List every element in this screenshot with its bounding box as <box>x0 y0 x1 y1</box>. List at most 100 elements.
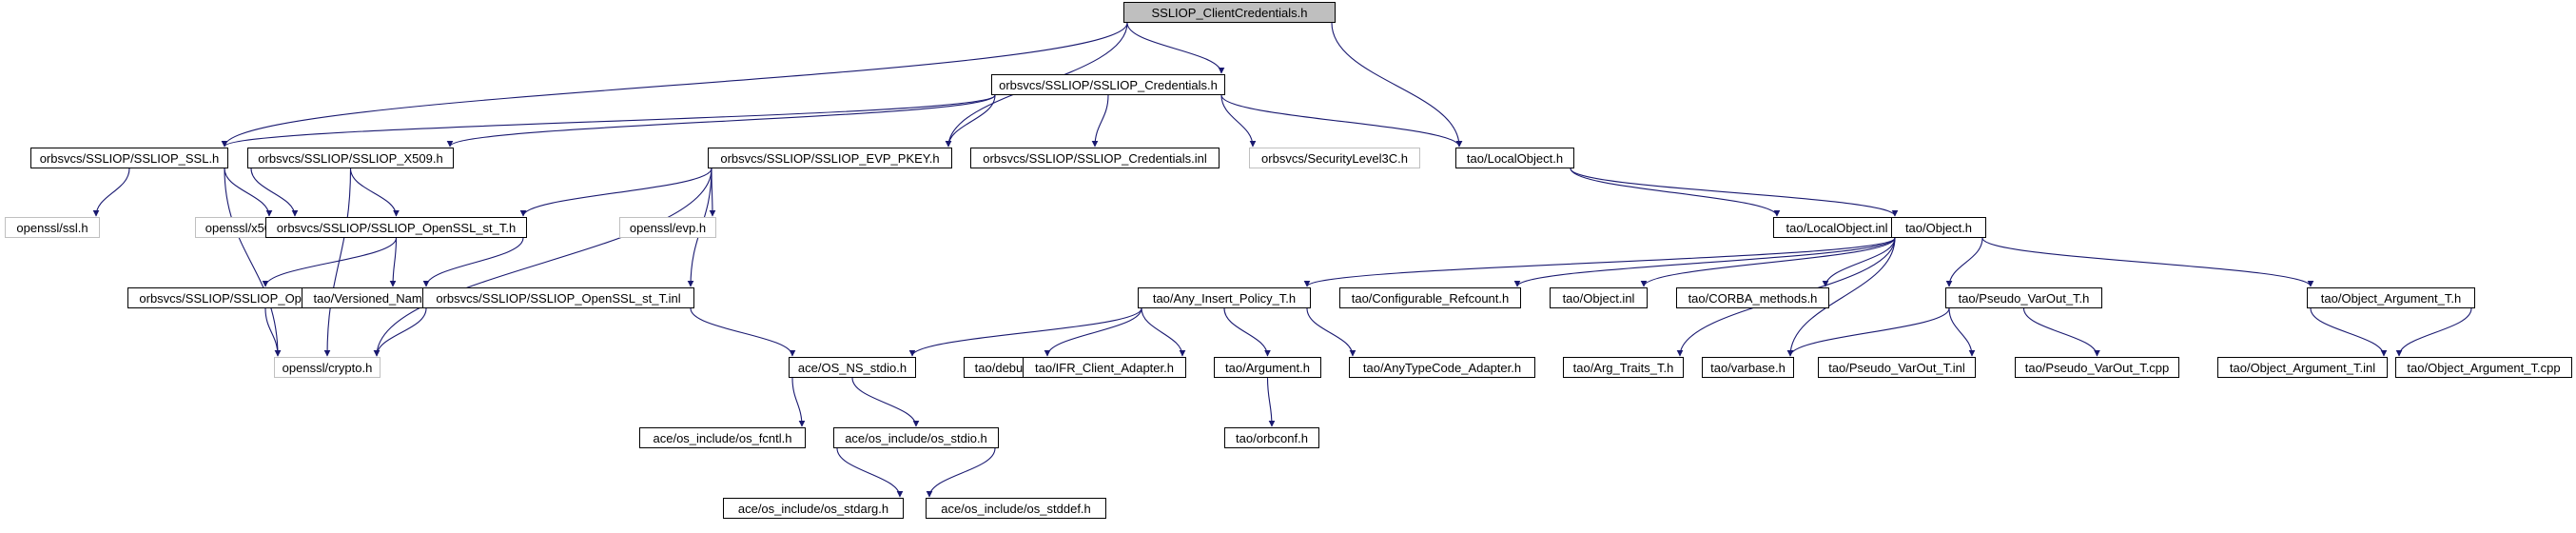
graph-edge <box>945 94 996 148</box>
graph-edge <box>926 447 996 498</box>
graph-edge <box>446 94 996 148</box>
graph-edge <box>262 237 398 287</box>
graph-edge <box>908 307 1142 357</box>
graph-edge <box>264 307 282 357</box>
graph-node-tao-object-argument-t-cpp[interactable]: tao/Object_Argument_T.cpp <box>2395 357 2572 378</box>
graph-node-label: tao/Configurable_Refcount.h <box>1351 290 1510 306</box>
graph-node-openssl-evp-h[interactable]: openssl/evp.h <box>619 217 716 238</box>
graph-node-orbsvcs-ssliop-ssliop-openssl-st-t-h[interactable]: orbsvcs/SSLIOP/SSLIOP_OpenSSL_st_T.h <box>265 217 527 238</box>
graph-edge <box>1570 168 1899 217</box>
graph-node-orbsvcs-ssliop-ssliop-evp-pkey-h[interactable]: orbsvcs/SSLIOP/SSLIOP_EVP_PKEY.h <box>708 148 952 168</box>
graph-edge <box>1331 22 1463 148</box>
graph-node-tao-object-argument-t-inl[interactable]: tao/Object_Argument_T.inl <box>2217 357 2388 378</box>
graph-node-orbsvcs-securitylevel3c-h[interactable]: orbsvcs/SecurityLevel3C.h <box>1249 148 1420 168</box>
graph-node-label: tao/Object_Argument_T.inl <box>2229 360 2376 375</box>
graph-node-ace-os-include-os-stddef-h[interactable]: ace/os_include/os_stddef.h <box>926 498 1106 519</box>
graph-edge <box>422 237 524 287</box>
graph-edge <box>1091 94 1109 148</box>
graph-node-orbsvcs-ssliop-ssliop-ssl-h[interactable]: orbsvcs/SSLIOP/SSLIOP_SSL.h <box>30 148 228 168</box>
graph-edge <box>1220 94 1463 148</box>
graph-node-tao-pseudo-varout-t-cpp[interactable]: tao/Pseudo_VarOut_T.cpp <box>2015 357 2179 378</box>
graph-node-tao-any-insert-policy-t-h[interactable]: tao/Any_Insert_Policy_T.h <box>1138 287 1311 308</box>
graph-edge <box>1141 307 1186 357</box>
graph-node-label: openssl/crypto.h <box>282 360 373 375</box>
graph-node-label: tao/Object_Argument_T.h <box>2320 290 2462 306</box>
graph-edge <box>250 168 299 217</box>
graph-node-label: tao/Object.inl <box>1562 290 1635 306</box>
graph-node-ssliop-clientcredentials-h[interactable]: SSLIOP_ClientCredentials.h <box>1123 2 1336 23</box>
graph-node-label: orbsvcs/SSLIOP/SSLIOP_Credentials.inl <box>983 150 1207 166</box>
graph-node-tao-object-argument-t-h[interactable]: tao/Object_Argument_T.h <box>2307 287 2475 308</box>
graph-node-ace-os-include-os-stdarg-h[interactable]: ace/os_include/os_stdarg.h <box>723 498 904 519</box>
graph-edge <box>323 168 352 357</box>
graph-edge <box>373 307 427 357</box>
graph-edge <box>1640 237 1896 287</box>
graph-edge <box>851 377 920 427</box>
graph-node-label: ace/OS_NS_stdio.h <box>797 360 907 375</box>
graph-node-tao-varbase-h[interactable]: tao/varbase.h <box>1702 357 1794 378</box>
graph-node-tao-orbconf-h[interactable]: tao/orbconf.h <box>1224 427 1319 448</box>
graph-node-openssl-crypto-h[interactable]: openssl/crypto.h <box>274 357 381 378</box>
graph-node-tao-localobject-h[interactable]: tao/LocalObject.h <box>1455 148 1574 168</box>
graph-edge <box>1220 94 1257 148</box>
graph-node-label: orbsvcs/SSLIOP/SSLIOP_Credentials.h <box>999 77 1218 92</box>
graph-edge <box>1786 307 1950 357</box>
graph-node-label: tao/CORBA_methods.h <box>1688 290 1818 306</box>
graph-edge <box>224 168 273 217</box>
graph-node-label: tao/varbase.h <box>1710 360 1786 375</box>
graph-node-tao-arg-traits-t-h[interactable]: tao/Arg_Traits_T.h <box>1563 357 1684 378</box>
graph-node-label: orbsvcs/SSLIOP/SSLIOP_EVP_PKEY.h <box>720 150 940 166</box>
graph-node-label: tao/LocalObject.h <box>1466 150 1564 166</box>
graph-node-openssl-ssl-h[interactable]: openssl/ssl.h <box>5 217 100 238</box>
graph-node-tao-ifr-client-adapter-h[interactable]: tao/IFR_Client_Adapter.h <box>1023 357 1186 378</box>
graph-edge <box>1303 237 1896 287</box>
graph-node-orbsvcs-ssliop-ssliop-credentials-inl[interactable]: orbsvcs/SSLIOP/SSLIOP_Credentials.inl <box>970 148 1220 168</box>
graph-node-ace-os-include-os-stdio-h[interactable]: ace/os_include/os_stdio.h <box>833 427 999 448</box>
graph-node-tao-argument-h[interactable]: tao/Argument.h <box>1214 357 1321 378</box>
graph-edge <box>373 168 712 357</box>
graph-edge <box>1945 237 1983 287</box>
graph-edge <box>221 94 996 148</box>
graph-edge <box>224 168 282 357</box>
graph-node-tao-object-h[interactable]: tao/Object.h <box>1891 217 1986 238</box>
graph-edge <box>2022 307 2100 357</box>
graph-node-label: ace/os_include/os_stdio.h <box>845 430 987 445</box>
graph-edge <box>1513 237 1896 287</box>
graph-node-label: orbsvcs/SSLIOP/SSLIOP_OpenSSL_st_T.inl <box>436 290 681 306</box>
graph-node-tao-localobject-inl[interactable]: tao/LocalObject.inl <box>1773 217 1901 238</box>
graph-node-label: tao/AnyTypeCode_Adapter.h <box>1362 360 1522 375</box>
graph-node-label: ace/os_include/os_stddef.h <box>941 501 1091 516</box>
graph-edge <box>1044 307 1142 357</box>
graph-node-label: orbsvcs/SecurityLevel3C.h <box>1261 150 1408 166</box>
graph-node-label: orbsvcs/SSLIOP/SSLIOP_SSL.h <box>39 150 220 166</box>
graph-edge <box>836 447 904 498</box>
graph-edge <box>2310 307 2388 357</box>
graph-node-tao-pseudo-varout-t-h[interactable]: tao/Pseudo_VarOut_T.h <box>1945 287 2102 308</box>
graph-node-orbsvcs-ssliop-ssliop-openssl-st-t-inl[interactable]: orbsvcs/SSLIOP/SSLIOP_OpenSSL_st_T.inl <box>422 287 694 308</box>
graph-edge <box>1822 237 1896 287</box>
graph-node-tao-configurable-refcount-h[interactable]: tao/Configurable_Refcount.h <box>1339 287 1521 308</box>
graph-node-label: openssl/evp.h <box>629 220 707 235</box>
graph-node-tao-anytypecode-adapter-h[interactable]: tao/AnyTypeCode_Adapter.h <box>1349 357 1535 378</box>
graph-node-label: openssl/ssl.h <box>16 220 88 235</box>
graph-node-ace-os-include-os-fcntl-h[interactable]: ace/os_include/os_fcntl.h <box>639 427 806 448</box>
graph-node-label: tao/Object.h <box>1904 220 1973 235</box>
graph-node-orbsvcs-ssliop-ssliop-x509-h[interactable]: orbsvcs/SSLIOP/SSLIOP_X509.h <box>247 148 454 168</box>
graph-node-orbsvcs-ssliop-ssliop-credentials-h[interactable]: orbsvcs/SSLIOP/SSLIOP_Credentials.h <box>991 74 1225 95</box>
graph-edge <box>690 307 796 357</box>
graph-node-label: tao/LocalObject.inl <box>1786 220 1888 235</box>
graph-node-tao-pseudo-varout-t-inl[interactable]: tao/Pseudo_VarOut_T.inl <box>1818 357 1976 378</box>
graph-node-tao-corba-methods-h[interactable]: tao/CORBA_methods.h <box>1676 287 1829 308</box>
graph-node-label: tao/Arg_Traits_T.h <box>1572 360 1674 375</box>
graph-edge <box>1570 168 1781 217</box>
graph-edge <box>1266 377 1276 427</box>
graph-node-tao-object-inl[interactable]: tao/Object.inl <box>1550 287 1648 308</box>
graph-node-ace-os-ns-stdio-h[interactable]: ace/OS_NS_stdio.h <box>789 357 916 378</box>
graph-edge <box>1948 307 1976 357</box>
graph-node-label: ace/os_include/os_stdarg.h <box>737 501 889 516</box>
graph-edge <box>389 237 398 287</box>
graph-node-label: tao/Object_Argument_T.cpp <box>2407 360 2561 375</box>
graph-node-label: tao/IFR_Client_Adapter.h <box>1035 360 1174 375</box>
